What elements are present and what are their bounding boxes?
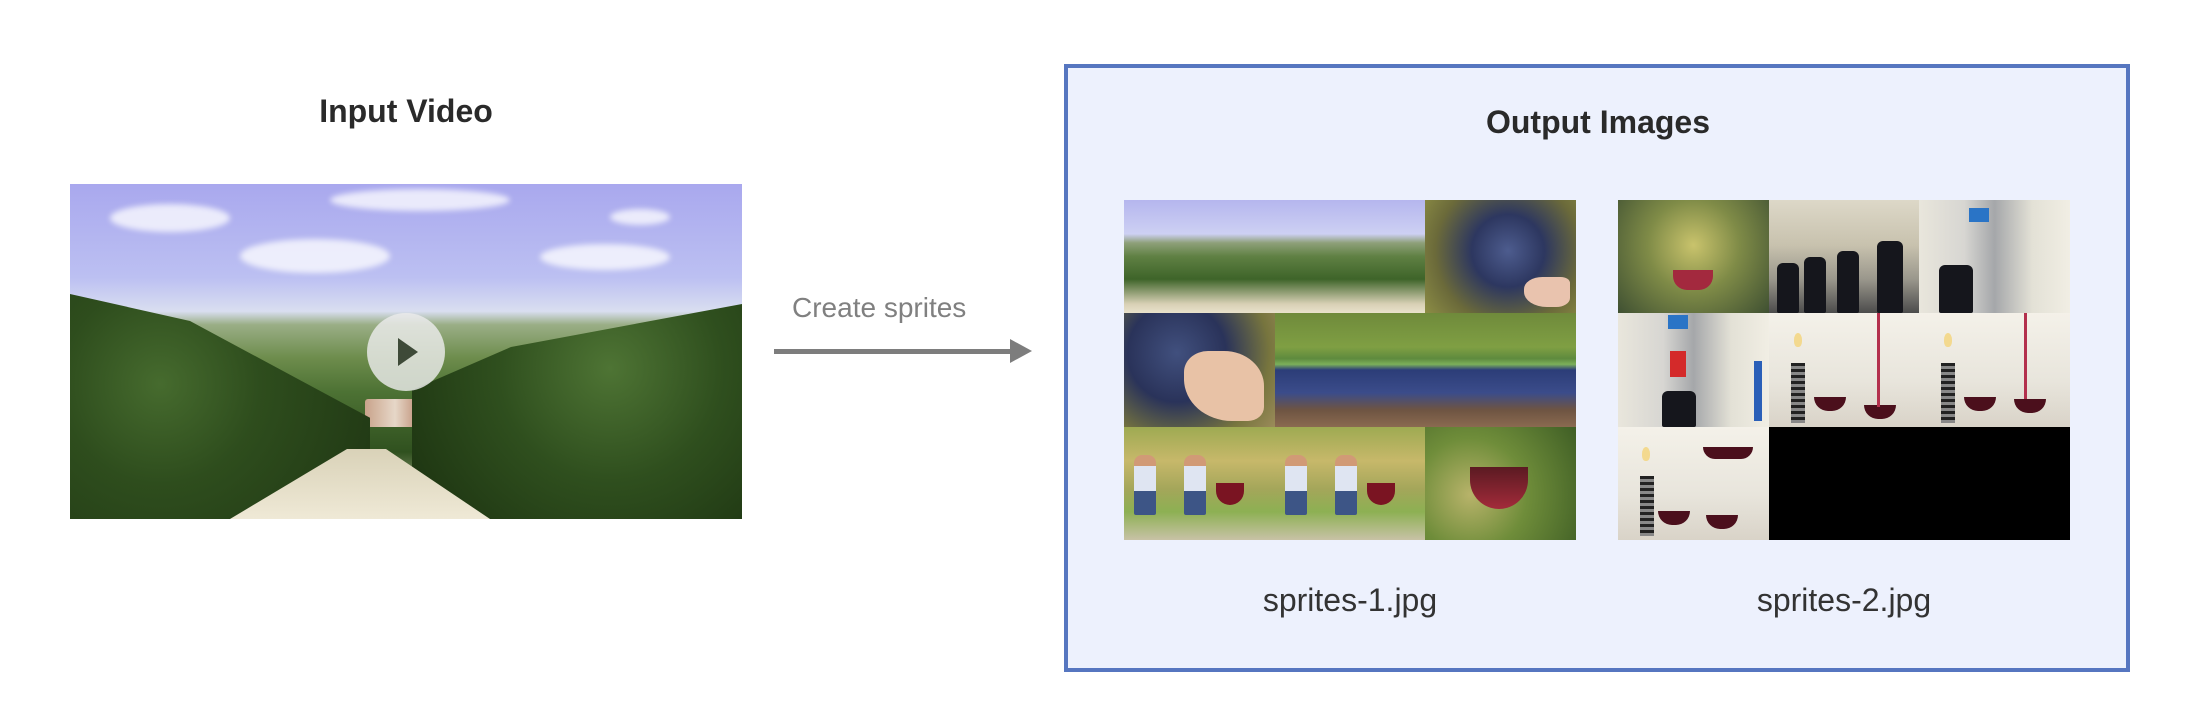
sprite-tile-grape-bucket — [1425, 313, 1576, 427]
sprite-tile-empty — [1919, 426, 2070, 540]
sprite-tile-wine-glass — [1425, 426, 1576, 540]
sprite-tile-bottling-machine — [1919, 200, 2070, 314]
cloud — [610, 209, 670, 225]
sprite-tile-decanting-wine — [1768, 313, 1920, 427]
sprite-1-filename: sprites-1.jpg — [1262, 582, 1438, 618]
cloud — [110, 204, 230, 232]
arrow-label: Create sprites — [792, 292, 967, 323]
input-video-thumbnail[interactable] — [70, 184, 742, 519]
sprite-2-filename: sprites-2.jpg — [1756, 582, 1932, 618]
sprite-tile-grape-bucket — [1274, 313, 1426, 427]
sprite-tile-vineyard — [1274, 200, 1426, 314]
sprite-tile-bottling-line — [1768, 200, 1920, 314]
sprite-tile-decanting-wine — [1919, 313, 2070, 427]
output-images-title: Output Images — [1485, 104, 1710, 140]
sprite-tile-pouring-wine — [1274, 426, 1426, 540]
sprite-tile-decanting-wine — [1618, 426, 1769, 540]
sprite-tile-pouring-wine — [1124, 426, 1275, 540]
arrow-head-icon — [1010, 339, 1032, 363]
cloud — [240, 239, 390, 273]
sprite-image-2[interactable] — [1618, 200, 2070, 540]
input-video-title: Input Video — [319, 93, 493, 129]
sprite-tile-grapes-hand — [1425, 200, 1576, 314]
sprite-tile-empty — [1768, 426, 1920, 540]
sprite-tile-wine-glass — [1618, 200, 1769, 314]
arrow-line — [774, 349, 1014, 354]
sprite-tile-bottling-machine — [1618, 313, 1769, 427]
vines-right — [412, 304, 742, 519]
play-icon — [398, 338, 418, 366]
play-button[interactable] — [367, 313, 445, 391]
cloud — [540, 244, 670, 270]
sprite-tile-grapes-hand — [1124, 313, 1275, 427]
sprite-image-1[interactable] — [1124, 200, 1576, 540]
sprite-tile-vineyard — [1124, 200, 1275, 314]
cloud — [330, 189, 510, 211]
